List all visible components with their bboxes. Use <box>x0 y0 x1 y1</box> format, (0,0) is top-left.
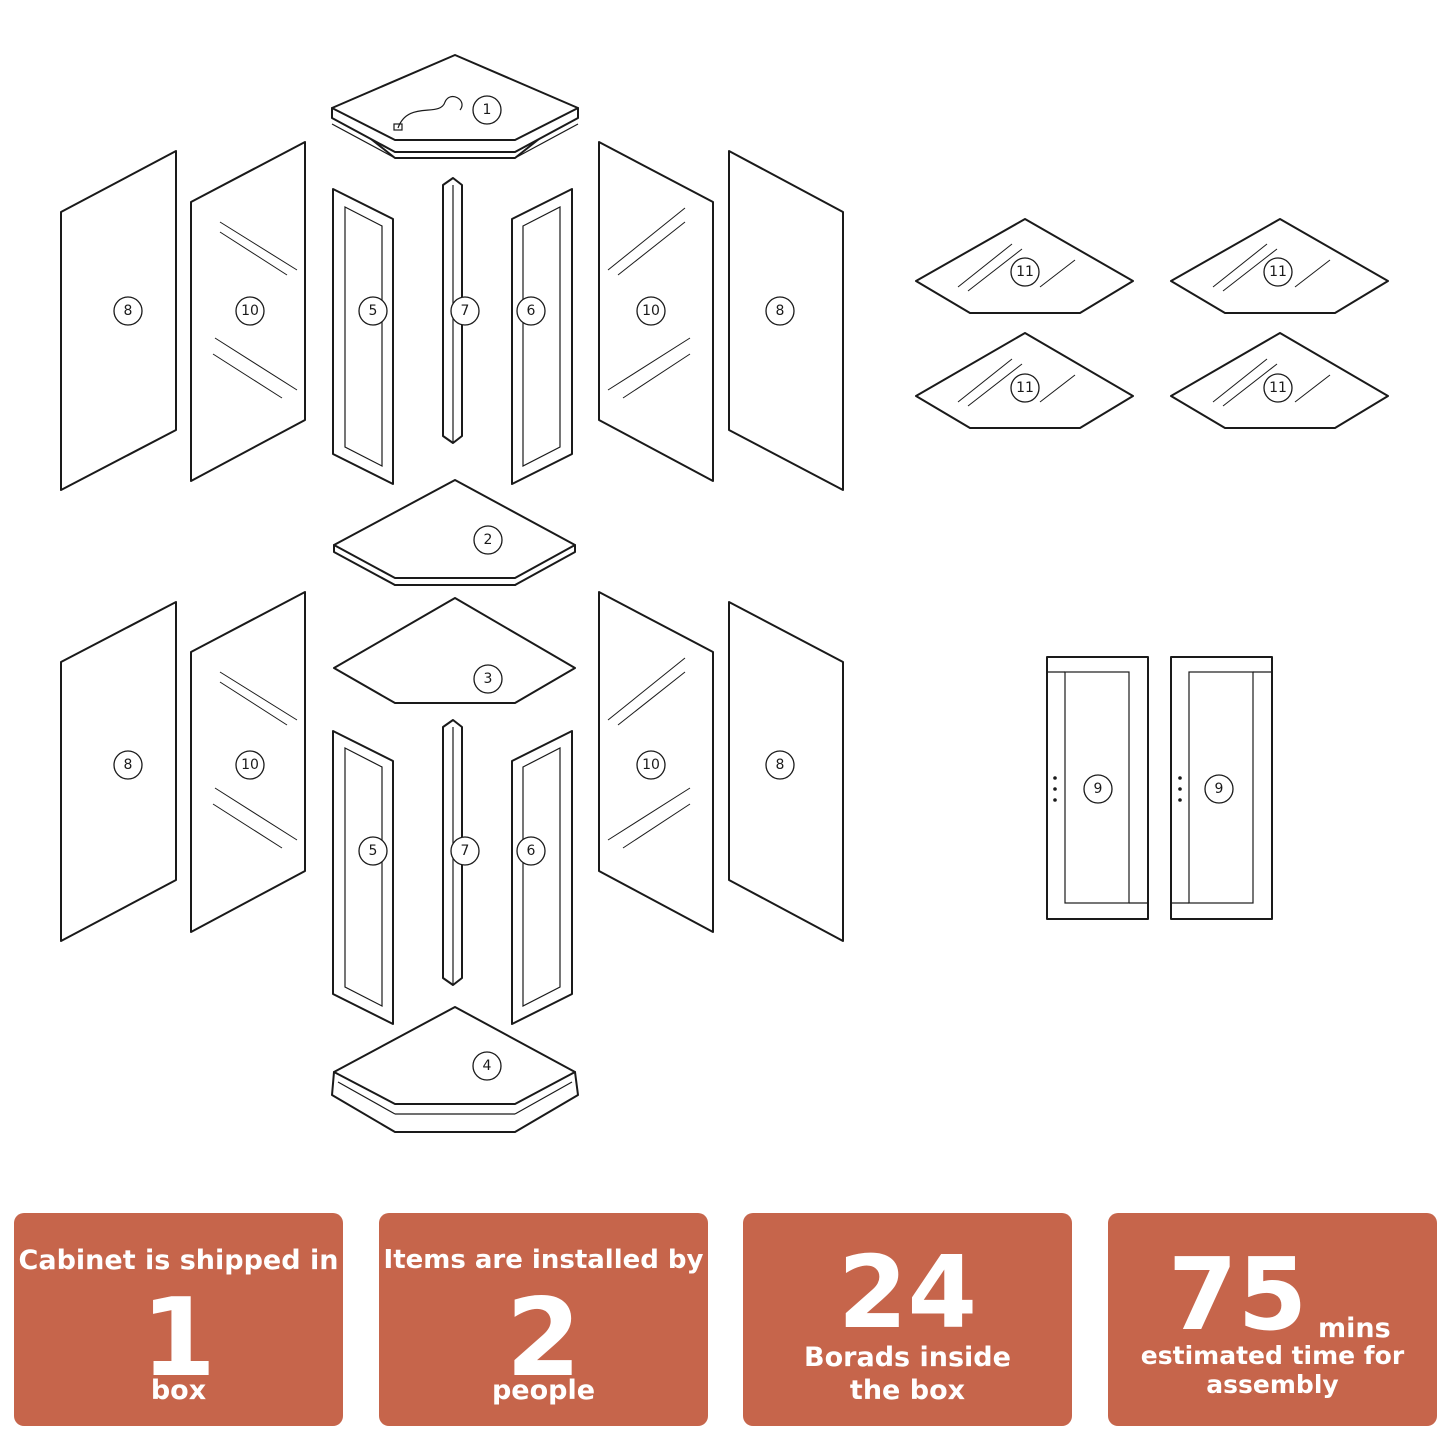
stat-card-time: 75 mins estimated time for assembly <box>1108 1213 1437 1426</box>
stat-card-unit: people <box>491 1375 596 1406</box>
stat-card-number: 75 <box>1168 1236 1308 1353</box>
callout-label: 10 <box>642 757 660 773</box>
stat-card-number: 2 <box>505 1276 582 1401</box>
stat-card-unit: mins <box>1318 1313 1391 1344</box>
callout-6b: 6 <box>516 836 546 866</box>
callout-label: 7 <box>461 303 470 319</box>
callout-label: 11 <box>1016 380 1034 396</box>
stat-card-line1: Borads inside <box>804 1342 1011 1373</box>
frame-lower-right <box>511 730 573 1025</box>
callout-label: 10 <box>241 303 259 319</box>
callout-6a: 6 <box>516 296 546 326</box>
stat-card-unit: box <box>150 1375 207 1406</box>
callout-label: 8 <box>124 303 133 319</box>
callout-10b: 10 <box>636 296 666 326</box>
callout-10c: 10 <box>235 750 265 780</box>
stat-card-people: Items are installed by 2 people <box>379 1213 708 1426</box>
callout-5a: 5 <box>358 296 388 326</box>
mid-shelf-part <box>333 479 576 586</box>
callout-2: 2 <box>473 525 503 555</box>
stat-card-boards: 24 Borads inside the box <box>743 1213 1072 1426</box>
stat-card-line2: the box <box>849 1375 966 1406</box>
lower-top-part <box>333 597 576 704</box>
callout-8b: 8 <box>765 296 795 326</box>
stat-card-caption: Items are installed by <box>383 1245 704 1275</box>
frame-upper-right <box>511 188 573 485</box>
stat-card-line1: estimated time for <box>1140 1341 1405 1370</box>
callout-10a: 10 <box>235 296 265 326</box>
callout-8a: 8 <box>113 296 143 326</box>
callout-11a: 11 <box>1010 257 1040 287</box>
callout-label: 8 <box>776 303 785 319</box>
callout-label: 5 <box>369 843 378 859</box>
callout-label: 5 <box>369 303 378 319</box>
callout-label: 1 <box>483 102 492 118</box>
callout-11d: 11 <box>1263 373 1293 403</box>
callout-label: 10 <box>241 757 259 773</box>
callout-11b: 11 <box>1263 257 1293 287</box>
callout-9b: 9 <box>1204 774 1234 804</box>
stat-card-caption: Cabinet is shipped in <box>18 1245 339 1276</box>
callout-label: 9 <box>1094 781 1103 797</box>
frame-upper-left <box>332 188 394 485</box>
callout-label: 8 <box>124 757 133 773</box>
callout-label: 11 <box>1269 380 1287 396</box>
callout-label: 4 <box>483 1058 492 1074</box>
exploded-parts-diagram: 1 8 10 5 7 6 10 8 2 3 8 10 5 7 6 10 8 4 … <box>60 54 1389 1133</box>
callout-label: 8 <box>776 757 785 773</box>
callout-8c: 8 <box>113 750 143 780</box>
callout-label: 11 <box>1016 264 1034 280</box>
callout-10d: 10 <box>636 750 666 780</box>
stat-card-number: 24 <box>837 1234 978 1351</box>
callout-label: 10 <box>642 303 660 319</box>
callout-label: 11 <box>1269 264 1287 280</box>
callout-label: 7 <box>461 843 470 859</box>
stat-card-line2: assembly <box>1206 1370 1339 1399</box>
callout-3: 3 <box>473 664 503 694</box>
stat-card-number: 1 <box>140 1276 217 1401</box>
top-crown-part <box>331 54 579 159</box>
callout-label: 9 <box>1215 781 1224 797</box>
callout-8d: 8 <box>765 750 795 780</box>
callout-9a: 9 <box>1083 774 1113 804</box>
callout-1: 1 <box>472 95 502 125</box>
callout-label: 2 <box>484 532 493 548</box>
callout-label: 6 <box>527 843 536 859</box>
base-part <box>331 1006 579 1133</box>
callout-label: 3 <box>484 671 493 687</box>
callout-11c: 11 <box>1010 373 1040 403</box>
stat-card-boxes: Cabinet is shipped in 1 box <box>14 1213 343 1426</box>
callout-7a: 7 <box>450 296 480 326</box>
frame-lower-left <box>332 730 394 1025</box>
callout-label: 6 <box>527 303 536 319</box>
callout-5b: 5 <box>358 836 388 866</box>
callout-4: 4 <box>472 1051 502 1081</box>
callout-7b: 7 <box>450 836 480 866</box>
